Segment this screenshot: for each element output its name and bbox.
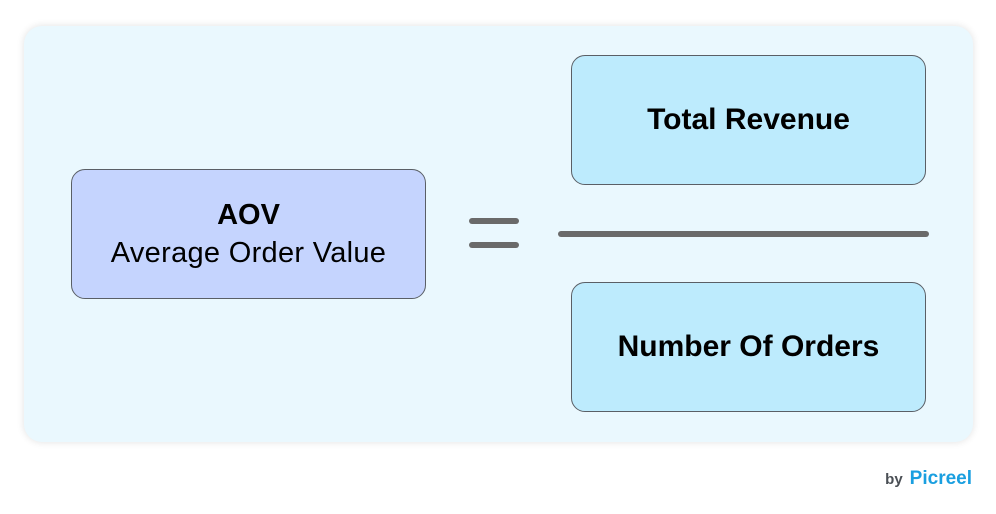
brand-logo: Picreel xyxy=(909,468,972,489)
numerator-box: Total Revenue xyxy=(571,55,926,185)
aov-subtitle: Average Order Value xyxy=(110,237,387,269)
equals-sign-icon-lower-bar xyxy=(469,242,519,248)
numerator-label: Total Revenue xyxy=(647,103,850,136)
denominator-box: Number Of Orders xyxy=(571,282,926,412)
equals-sign-icon xyxy=(469,218,519,224)
brand-watermark: by Picreel xyxy=(885,468,972,490)
brand-prefix: by xyxy=(885,471,903,488)
aov-box: AOV Average Order Value xyxy=(71,169,426,299)
fraction-line xyxy=(558,231,929,237)
aov-title: AOV xyxy=(217,199,280,231)
denominator-label: Number Of Orders xyxy=(617,330,880,363)
